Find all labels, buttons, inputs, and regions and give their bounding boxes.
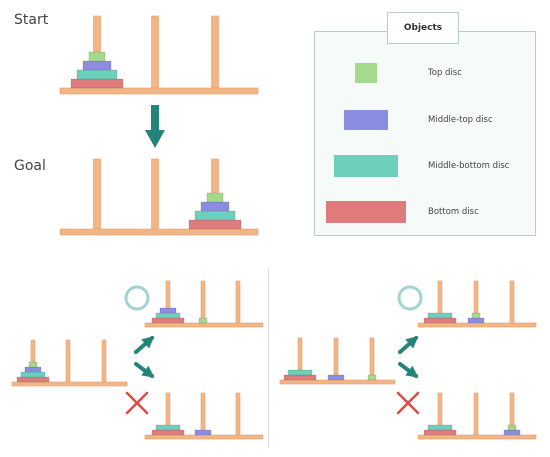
middle-top-disc	[327, 374, 345, 381]
circle-icon	[397, 285, 423, 311]
peg-base	[59, 228, 259, 236]
middle-top-disc	[200, 201, 230, 212]
middle-bottom-disc	[427, 424, 453, 431]
puzzle-left-correct	[144, 280, 264, 328]
puzzle-right-initial	[279, 337, 396, 385]
middle-top-disc	[159, 307, 177, 314]
puzzle-goal	[59, 158, 259, 236]
top-disc	[198, 317, 208, 324]
legend-swatch-middle-bottom-disc	[334, 155, 398, 177]
peg-2	[65, 339, 71, 383]
bottom-disc	[151, 317, 185, 324]
legend-label-middle-bottom-disc: Middle-bottom disc	[428, 161, 510, 171]
peg-base	[144, 434, 264, 440]
peg-2	[333, 337, 339, 381]
bottom-disc	[16, 376, 50, 383]
middle-top-disc	[194, 429, 212, 436]
peg-3	[235, 392, 241, 436]
peg-3	[235, 280, 241, 324]
down-right-arrow-icon	[134, 362, 155, 378]
legend-title: Objects	[387, 12, 459, 44]
middle-top-disc	[467, 317, 485, 324]
peg-2	[151, 15, 159, 89]
peg-base	[417, 434, 537, 440]
top-disc	[206, 192, 224, 203]
peg-2	[151, 158, 159, 230]
bottom-disc	[151, 429, 185, 436]
peg-3	[211, 15, 219, 89]
up-right-arrow-icon	[398, 336, 419, 354]
middle-top-disc	[82, 60, 112, 71]
puzzle-left-initial	[11, 339, 128, 387]
legend-swatch-bottom-disc	[326, 201, 406, 223]
middle-bottom-disc	[155, 312, 181, 319]
middle-bottom-disc	[155, 424, 181, 431]
peg-base	[59, 87, 259, 95]
middle-bottom-disc	[20, 371, 46, 378]
puzzles-layer	[11, 15, 537, 440]
puzzle-right-correct	[417, 280, 537, 328]
start-label: Start	[14, 12, 49, 28]
bottom-disc	[283, 374, 317, 381]
peg-1	[93, 158, 101, 230]
peg-3	[101, 339, 107, 383]
panel-divider	[268, 268, 269, 448]
up-right-arrow-icon	[134, 336, 155, 354]
bottom-disc	[423, 317, 457, 324]
legend-label-bottom-disc: Bottom disc	[428, 207, 479, 217]
goal-label: Goal	[14, 158, 46, 174]
legend-label-middle-top-disc: Middle-top disc	[428, 115, 493, 125]
peg-3	[369, 337, 375, 381]
peg-3	[509, 280, 515, 324]
down-arrow-icon	[145, 105, 165, 148]
middle-bottom-disc	[194, 210, 236, 221]
top-disc	[28, 361, 38, 368]
circle-icon	[124, 285, 150, 311]
top-disc	[507, 424, 517, 431]
middle-top-disc	[503, 429, 521, 436]
middle-bottom-disc	[76, 69, 118, 80]
legend-swatch-top-disc	[355, 63, 377, 83]
cross-icon	[125, 391, 149, 415]
middle-bottom-disc	[427, 312, 453, 319]
middle-top-disc	[24, 366, 42, 373]
peg-2	[473, 392, 479, 436]
top-disc	[367, 374, 377, 381]
peg-2	[200, 280, 206, 324]
peg-base	[11, 381, 128, 387]
cross-icon	[396, 391, 420, 415]
peg-base	[279, 379, 396, 385]
bottom-disc	[70, 78, 124, 89]
top-disc	[88, 51, 106, 62]
bottom-disc	[423, 429, 457, 436]
top-disc	[471, 312, 481, 319]
puzzle-left-wrong	[144, 392, 264, 440]
arrows-layer	[124, 105, 423, 415]
puzzle-start	[59, 15, 259, 95]
puzzle-right-wrong	[417, 392, 537, 440]
peg-base	[144, 322, 264, 328]
legend-label-top-disc: Top disc	[428, 68, 462, 78]
peg-base	[417, 322, 537, 328]
middle-bottom-disc	[287, 369, 313, 376]
peg-2	[200, 392, 206, 436]
legend-swatch-middle-top-disc	[344, 110, 388, 130]
bottom-disc	[188, 219, 242, 230]
down-right-arrow-icon	[398, 362, 419, 378]
